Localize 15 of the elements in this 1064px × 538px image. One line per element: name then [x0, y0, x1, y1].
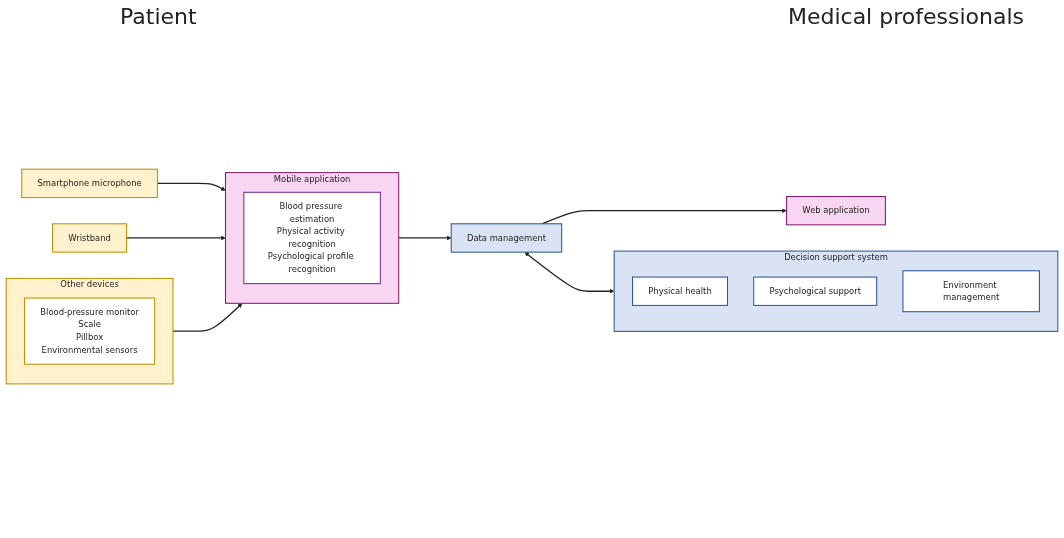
node-box: Blood pressure estimation Physical activity recognition Psychological profile recognition [243, 192, 381, 285]
node-box: Smartphone microphone [21, 169, 158, 199]
node-box: Wristband [52, 223, 128, 254]
node-box: Psychological support [753, 277, 878, 307]
arrow [524, 252, 615, 294]
node-box: Environment management [902, 270, 1040, 313]
node-box: Data management [450, 223, 563, 254]
arrow [172, 303, 243, 333]
column-heading: Medical professionals [787, 4, 1024, 29]
arrow [541, 208, 787, 225]
arrow [398, 236, 452, 241]
column-heading: Patient [120, 4, 197, 29]
node-box: Physical health [632, 277, 728, 307]
node-box: Web application [786, 196, 886, 226]
node-box: Blood-pressure monitor Scale Pillbox Environmental sensors [24, 298, 156, 366]
